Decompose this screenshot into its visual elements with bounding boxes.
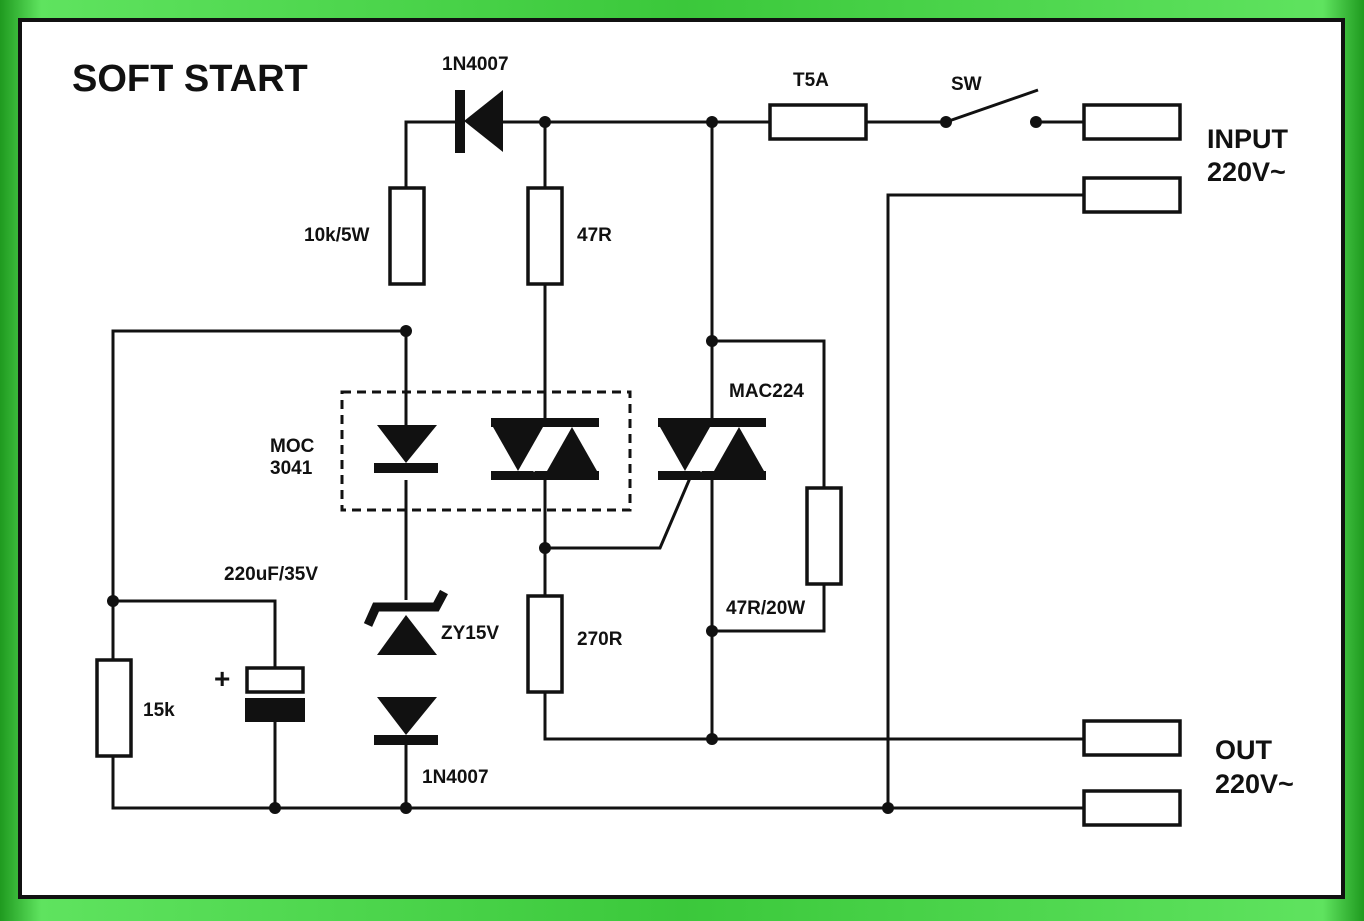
label-out-line2: 220V~ — [1215, 769, 1294, 799]
input-terminal-line — [1082, 103, 1182, 141]
label-zener: ZY15V — [441, 623, 499, 644]
wires — [111, 120, 1084, 810]
label-r-15k: 15k — [143, 700, 175, 721]
resistor-47r-20w-symbol — [805, 486, 843, 586]
zener-zy15v-symbol — [363, 589, 448, 655]
switch-sw-symbol — [940, 88, 1042, 128]
label-r-10k: 10k/5W — [304, 225, 370, 246]
moc-triac-symbol — [491, 418, 599, 480]
label-triac: MAC224 — [729, 381, 804, 402]
resistor-47r-symbol — [526, 186, 564, 286]
diagram-title: SOFT START — [72, 58, 308, 100]
label-r-270: 270R — [577, 629, 623, 650]
moc-led-symbol — [374, 425, 438, 473]
label-switch: SW — [951, 74, 982, 95]
triac-mac224-symbol — [658, 418, 766, 480]
label-moc-line1: MOC — [270, 436, 315, 457]
capacitor-220uf-symbol — [245, 666, 305, 722]
label-fuse: T5A — [793, 70, 829, 91]
label-cap-plus: + — [214, 663, 230, 694]
label-out-line1: OUT — [1215, 735, 1273, 765]
diode-1n4007-top-symbol — [455, 90, 503, 153]
label-diode-bottom: 1N4007 — [422, 767, 489, 788]
label-diode-top: 1N4007 — [442, 54, 509, 75]
label-moc-line2: 3041 — [270, 458, 313, 479]
diode-1n4007-bottom-symbol — [374, 697, 438, 745]
out-terminal-neutral — [1082, 789, 1182, 827]
label-input-line2: 220V~ — [1207, 157, 1286, 187]
label-input-line1: INPUT — [1207, 124, 1289, 154]
resistor-270r-symbol — [526, 594, 564, 694]
input-terminal-neutral — [1082, 176, 1182, 214]
label-r-47: 47R — [577, 225, 612, 246]
label-r-47-20w: 47R/20W — [726, 598, 805, 619]
moc3041-outline — [340, 390, 632, 512]
resistor-15k-symbol — [95, 658, 133, 758]
resistor-10k-symbol — [388, 186, 426, 286]
label-capacitor: 220uF/35V — [224, 564, 318, 585]
junction-dots — [107, 116, 894, 814]
fuse-t5a-symbol — [768, 103, 868, 141]
out-terminal-line — [1082, 719, 1182, 757]
